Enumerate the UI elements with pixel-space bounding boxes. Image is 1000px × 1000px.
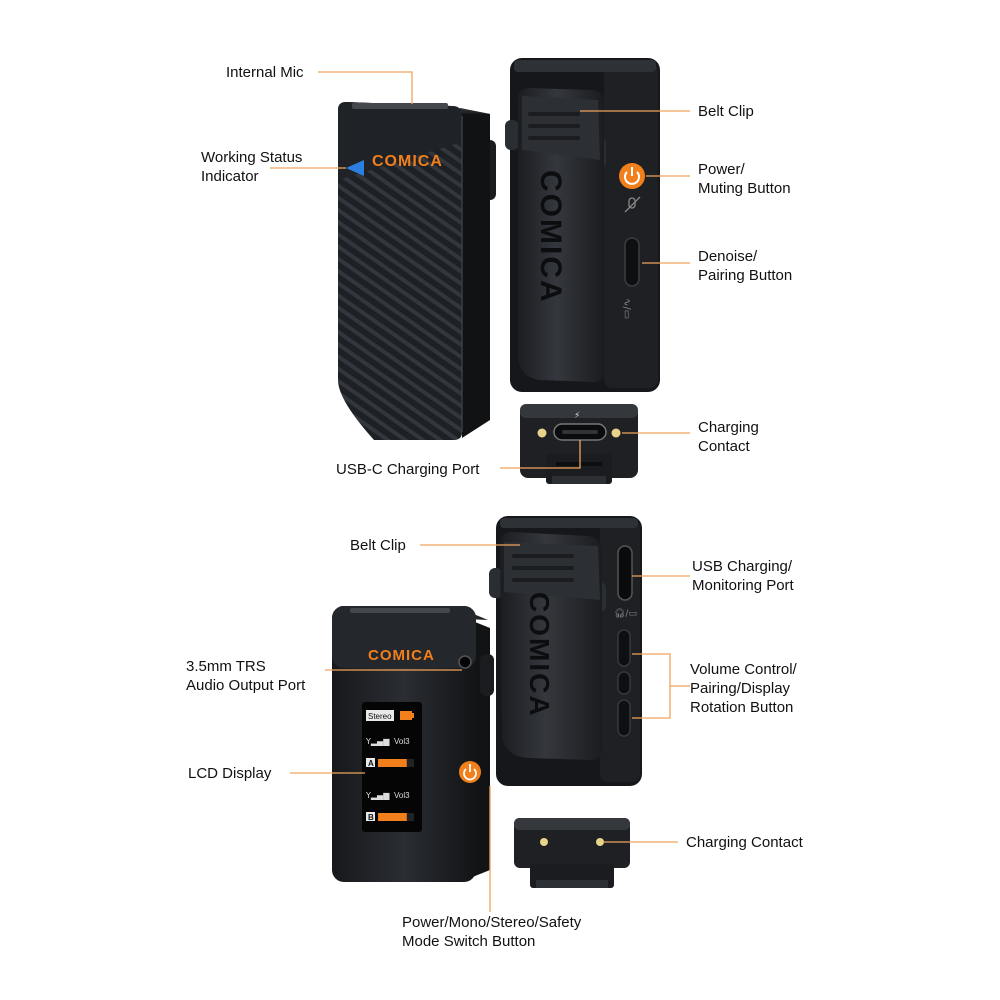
charging-contact-right [611, 428, 621, 438]
lcd-mode: Stereo [368, 712, 392, 721]
lcd-battery-a [378, 759, 407, 767]
label-working-status: Working Status Indicator [201, 149, 303, 185]
trs-audio-port[interactable] [458, 655, 472, 669]
logo-receiver: COMICA [368, 647, 435, 664]
transmitter-charging-dock: ⚡ [520, 404, 638, 484]
charging-contact-left [537, 428, 547, 438]
denoise-pairing-button[interactable] [624, 237, 640, 287]
label-power-mode: Power/Mono/Stereo/Safety Mode Switch But… [402, 914, 582, 950]
logo-front: COMICA [372, 153, 443, 170]
volume-up-button[interactable] [617, 629, 631, 667]
lcd-volume-b: Vol3 [394, 791, 410, 800]
working-status-indicator [346, 160, 364, 176]
label-usbc-charging-port: USB-C Charging Port [336, 461, 480, 478]
lcd-channel-a: A [368, 759, 374, 768]
label-belt-clip-bottom: Belt Clip [350, 537, 406, 554]
receiver-front: COMICA Stereo Y▂▄▆ Vol3 A Y▂▄▆ Vol3 B [332, 606, 494, 882]
clip-logo-bottom: COMICA [524, 592, 555, 718]
label-trs-port: 3.5mm TRS Audio Output Port [186, 658, 306, 694]
signal-icon-a: Y▂▄▆ [365, 737, 390, 746]
denoise-icon: ∿/▭ [621, 298, 632, 319]
transmitter-back: COMICA ∿/▭ [505, 58, 660, 392]
volume-down-button[interactable] [617, 699, 631, 737]
label-charging-contact-bottom: Charging Contact [686, 834, 803, 851]
label-belt-clip-top: Belt Clip [698, 103, 754, 120]
label-lcd-display: LCD Display [188, 765, 272, 782]
transmitter-front: COMICA [338, 102, 496, 440]
label-usb-monitoring: USB Charging/ Monitoring Port [692, 558, 794, 594]
label-internal-mic: Internal Mic [226, 64, 304, 81]
lcd-channel-b: B [368, 813, 374, 822]
mute-icon [624, 196, 641, 213]
leader-lines [270, 71, 690, 912]
svg-text:⚡: ⚡ [574, 411, 580, 421]
label-charging-contact-top: Charging Contact [698, 419, 759, 455]
usb-monitoring-port[interactable] [617, 545, 633, 601]
label-volume-control: Volume Control/ Pairing/Display Rotation… [690, 661, 797, 716]
headphone-icon: 🎧︎/▭ [614, 608, 637, 619]
label-power-muting: Power/ Muting Button [698, 161, 791, 197]
receiver-charging-dock [514, 818, 630, 888]
receiver-back: COMICA 🎧︎/▭ [489, 516, 642, 786]
clip-logo-top: COMICA [534, 170, 567, 304]
pairing-button[interactable] [617, 671, 631, 695]
signal-icon-b: Y▂▄▆ [365, 791, 390, 800]
receiver-contact-left [540, 838, 548, 846]
lcd-battery-b [378, 813, 407, 821]
label-denoise-pairing: Denoise/ Pairing Button [698, 248, 793, 284]
lcd-volume-a: Vol3 [394, 737, 410, 746]
receiver-contact-right [596, 838, 604, 846]
